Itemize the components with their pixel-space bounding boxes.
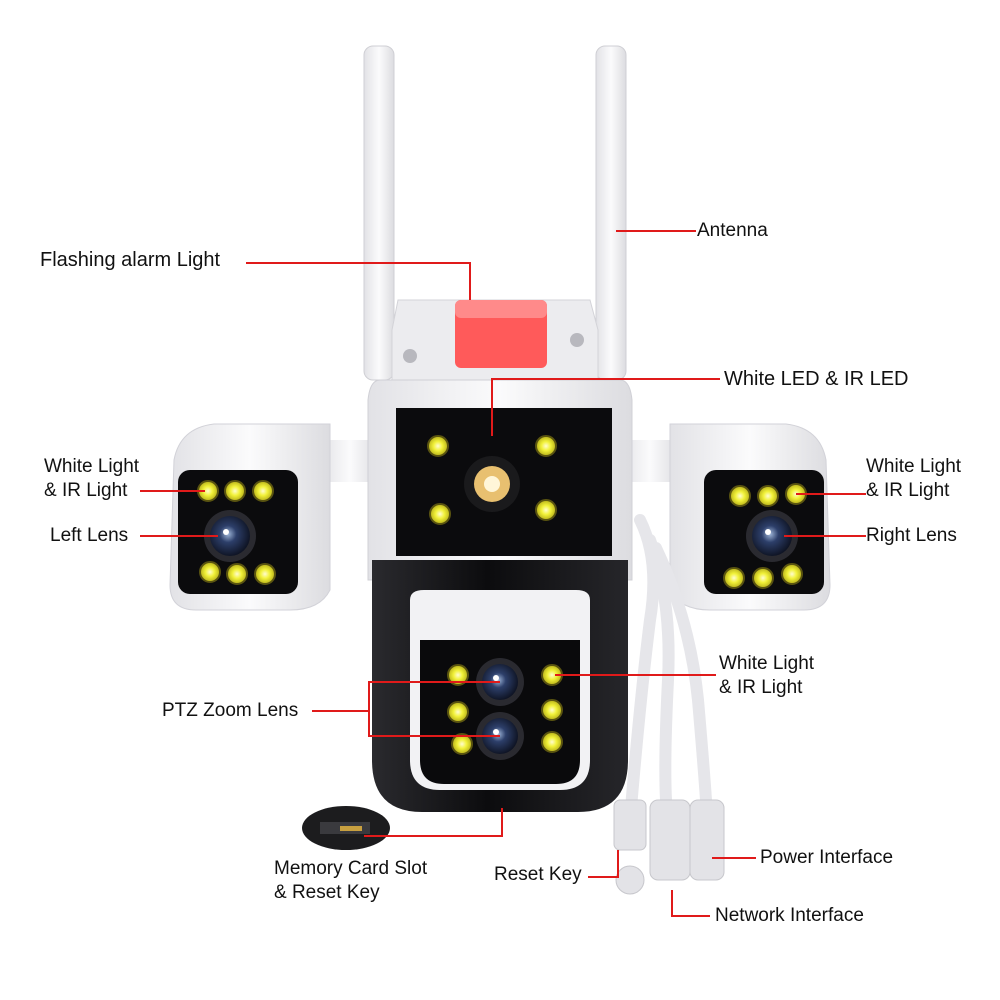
led-icon: [427, 435, 449, 457]
leader-flashing-alarm: [246, 262, 471, 300]
label-ptz-white-light: White Light & IR Light: [719, 653, 815, 698]
label-memory-card-slot: Memory Card Slot & Reset Key: [274, 858, 428, 903]
led-icon: [781, 563, 803, 585]
led-icon: [447, 664, 469, 686]
antenna-left: [363, 45, 395, 381]
led-icon: [199, 561, 221, 583]
left-camera: [169, 423, 331, 611]
label-right-lens: Right Lens: [866, 525, 957, 546]
label-left-lens: Left Lens: [50, 525, 129, 546]
label-power-interface: Power Interface: [760, 847, 894, 868]
led-icon: [451, 733, 473, 755]
leds: [197, 435, 807, 755]
label-flashing-alarm: Flashing alarm Light: [40, 249, 221, 271]
white-led-core: [484, 476, 500, 492]
led-icon: [757, 485, 779, 507]
label-white-led-ir-led: White LED & IR LED: [724, 368, 909, 390]
led-icon: [447, 701, 469, 723]
right-camera: [669, 423, 831, 611]
lens-icon: [210, 516, 250, 556]
label-network-interface: Network Interface: [715, 905, 864, 926]
lens-highlight: [223, 529, 229, 535]
antenna-right: [595, 45, 627, 381]
label-reset-key: Reset Key: [494, 864, 582, 885]
cables: [624, 514, 712, 826]
arm-right: [620, 440, 680, 482]
led-icon: [752, 567, 774, 589]
led-icon: [541, 699, 563, 721]
leader-ptz-zoom-lens-lower: [368, 711, 500, 737]
leader-ptz-zoom-lens: [312, 681, 500, 712]
label-right-white-light: White Light & IR Light: [866, 456, 962, 501]
led-icon: [226, 563, 248, 585]
flashing-alarm-light: [455, 300, 547, 368]
arm-left: [320, 440, 380, 482]
lens-icon: [752, 516, 792, 556]
lens-highlight: [493, 675, 499, 681]
label-antenna: Antenna: [697, 220, 768, 241]
led-icon: [224, 480, 246, 502]
label-ptz-zoom-lens: PTZ Zoom Lens: [162, 700, 299, 721]
leader-reset-key: [588, 850, 619, 878]
led-icon: [541, 731, 563, 753]
lens-highlight: [765, 529, 771, 535]
leader-network: [671, 890, 710, 917]
led-icon: [535, 435, 557, 457]
memory-card-slot-image: [302, 806, 390, 850]
led-icon: [429, 503, 451, 525]
leader-white-led-ir: [491, 378, 720, 436]
leader-lines: [140, 230, 866, 917]
label-left-white-light: White Light & IR Light: [44, 456, 140, 501]
led-icon: [729, 485, 751, 507]
led-icon: [535, 499, 557, 521]
connectors: [613, 799, 725, 895]
led-icon: [254, 563, 276, 585]
led-icon: [723, 567, 745, 589]
led-icon: [252, 480, 274, 502]
leader-memory-card: [364, 808, 503, 837]
lens-highlight: [493, 729, 499, 735]
